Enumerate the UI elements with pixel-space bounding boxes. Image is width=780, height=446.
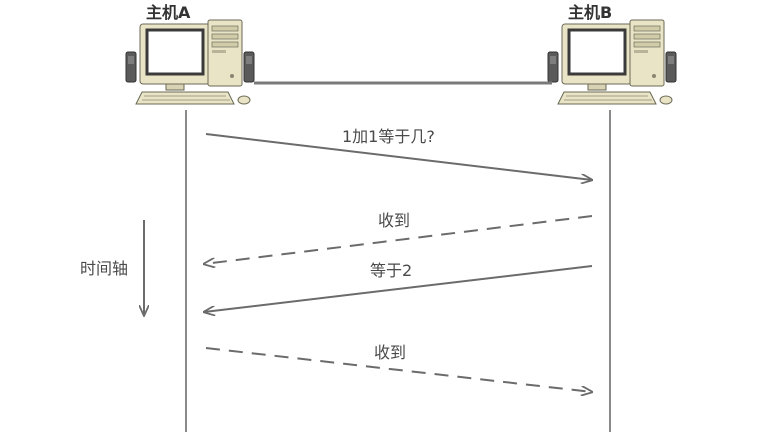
message-4-arrow (205, 347, 592, 392)
host-b-label: 主机B (568, 3, 612, 22)
host-a-label: 主机A (146, 3, 191, 22)
message-2-arrow (204, 215, 593, 264)
message-3-label: 等于2 (370, 261, 412, 280)
message-2-label: 收到 (378, 211, 410, 230)
message-3-arrow (204, 265, 593, 312)
host-a: 主机A (124, 3, 256, 106)
message-4-label: 收到 (374, 343, 406, 362)
host-b: 主机B (546, 3, 678, 106)
message-1-arrow (205, 133, 592, 180)
time-axis-label: 时间轴 (80, 259, 128, 278)
computer-a-icon (124, 18, 256, 106)
computer-b-icon (546, 18, 678, 106)
message-1-label: 1加1等于几? (342, 127, 435, 146)
